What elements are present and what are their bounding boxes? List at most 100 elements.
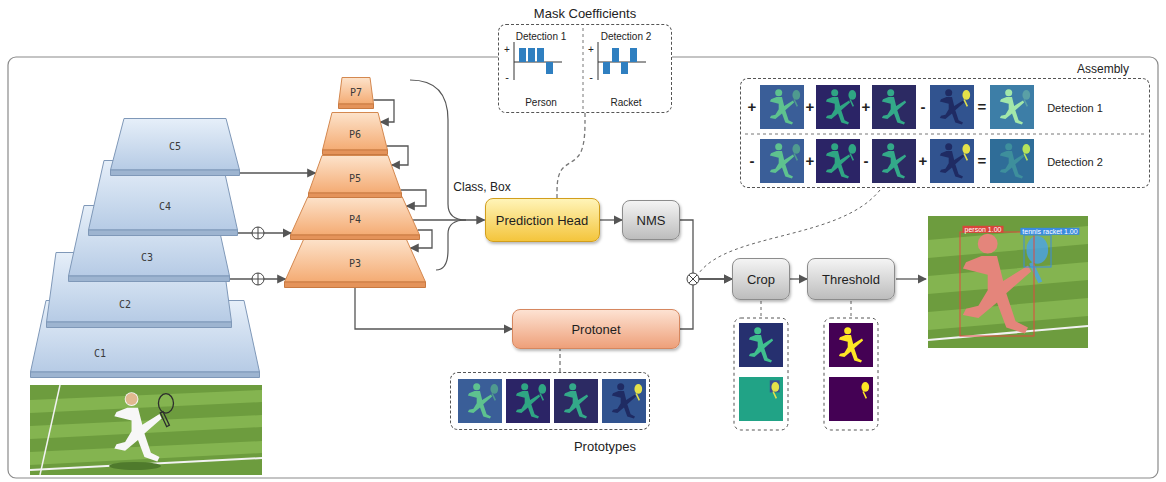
detection-tag: tennis racket 1.00 xyxy=(1020,228,1079,235)
coefficient-chart xyxy=(537,48,544,62)
layer-label: C2 xyxy=(119,299,131,310)
layer-label: C4 xyxy=(159,201,171,212)
coefficient-chart xyxy=(498,24,672,113)
threshold-results xyxy=(824,318,878,430)
panel-label: Detection 1 xyxy=(516,31,567,42)
fpn-bracket xyxy=(436,220,466,270)
output-photo xyxy=(928,326,1088,340)
slab-edge xyxy=(31,372,260,378)
prototype-thumbnails xyxy=(458,379,502,423)
layer-label: P4 xyxy=(349,214,361,225)
slab-edge xyxy=(69,276,230,282)
panel-title: Mask Coefficients xyxy=(534,6,636,21)
slab-edge xyxy=(291,235,420,240)
dashed-outline xyxy=(740,78,1150,188)
threshold-results xyxy=(851,301,852,318)
slab-edge xyxy=(285,282,426,288)
coefficient-chart xyxy=(519,48,526,62)
layer-label: C3 xyxy=(141,252,153,263)
product-symbol xyxy=(689,275,697,283)
dashed-connector xyxy=(557,113,585,198)
operator-sign: + xyxy=(748,98,757,115)
slab-face xyxy=(291,197,420,236)
operator-sign: - xyxy=(589,71,593,83)
operator-sign: + xyxy=(504,44,510,55)
layer-label: P7 xyxy=(350,87,362,98)
crop-results xyxy=(739,377,783,421)
panel-title: Prototypes xyxy=(574,439,636,454)
coefficient-chart xyxy=(612,48,619,62)
operator-sign: - xyxy=(921,98,926,115)
flow-arrow xyxy=(600,219,623,220)
threshold-results xyxy=(829,377,873,421)
operator-sign: - xyxy=(505,71,509,83)
input-photo xyxy=(114,392,161,461)
dashed-outline xyxy=(450,372,650,430)
block-label: Protonet xyxy=(571,322,620,337)
operator-sign: - xyxy=(750,152,755,169)
prototype-thumbnails xyxy=(458,379,646,423)
prototypes-panel: Prototypes xyxy=(450,372,650,456)
pyramid-layer: P5 xyxy=(308,155,402,198)
slab-face xyxy=(339,78,374,105)
input-photo xyxy=(158,394,173,427)
layer-label: P6 xyxy=(349,129,361,140)
coefficient-chart xyxy=(598,42,599,80)
slab-edge xyxy=(309,193,402,198)
input-photo xyxy=(30,385,262,475)
assembly-thumbnails xyxy=(816,85,860,129)
coefficient-chart xyxy=(514,42,515,80)
coefficient-chart xyxy=(630,48,637,62)
panel-label: Person xyxy=(525,97,557,108)
slab-edge xyxy=(339,104,374,109)
operator-sign: - xyxy=(864,152,869,169)
process-box: Crop xyxy=(732,258,790,300)
product-symbol xyxy=(689,275,697,283)
input-photo xyxy=(109,462,161,470)
detection-tag: person 1.00 xyxy=(963,226,1004,233)
fpn-bracket xyxy=(410,80,466,220)
coefficient-chart xyxy=(621,62,628,74)
sum-symbol xyxy=(252,273,264,285)
input-photo xyxy=(40,385,60,475)
backbone-layer: C5 xyxy=(110,118,240,176)
output-photo xyxy=(1026,236,1048,283)
sum-symbol xyxy=(252,273,264,285)
process-box: Threshold xyxy=(807,258,895,300)
output-photo xyxy=(1024,235,1051,267)
protonet-box: Protonet xyxy=(512,309,680,349)
slab-edge xyxy=(323,150,388,155)
coefficient-panel: Mask CoefficientsDetection 1+-PersonDete… xyxy=(498,3,672,113)
operator-sign: + xyxy=(806,152,815,169)
coefficient-chart xyxy=(583,28,584,110)
layer-label: C5 xyxy=(169,141,181,152)
product-symbol xyxy=(687,273,699,285)
layer-label: C1 xyxy=(94,348,106,359)
operator-sign: + xyxy=(862,98,871,115)
flow-arrow xyxy=(790,278,807,279)
sum-symbol xyxy=(252,227,264,239)
output-photo xyxy=(928,226,1088,258)
operator-sign: + xyxy=(588,44,594,55)
threshold-results xyxy=(824,301,878,430)
threshold-results xyxy=(829,323,873,367)
prediction-head-box: Prediction Head xyxy=(485,198,600,242)
block-label: Crop xyxy=(747,272,775,287)
slab-edge xyxy=(111,170,240,176)
output-photo xyxy=(928,216,1088,348)
flow-arrow xyxy=(413,219,484,220)
assembly-thumbnails xyxy=(760,139,804,183)
outer-frame xyxy=(8,57,1158,478)
crop-results xyxy=(739,323,783,367)
flow-arrow xyxy=(680,220,732,279)
crop-results xyxy=(761,301,762,318)
pyramid-layer: P6 xyxy=(322,112,388,155)
slab-face xyxy=(309,156,402,194)
assembly-thumbnails xyxy=(990,85,1034,129)
slab-face xyxy=(285,239,426,283)
assembly-thumbnails xyxy=(745,85,1145,183)
assembly-panel: Assembly+++-=Detection 1-+-+=Detection 2 xyxy=(740,58,1150,188)
panel-title: Assembly xyxy=(1077,62,1129,76)
input-photo xyxy=(30,390,262,413)
assembly-thumbnails xyxy=(930,139,974,183)
